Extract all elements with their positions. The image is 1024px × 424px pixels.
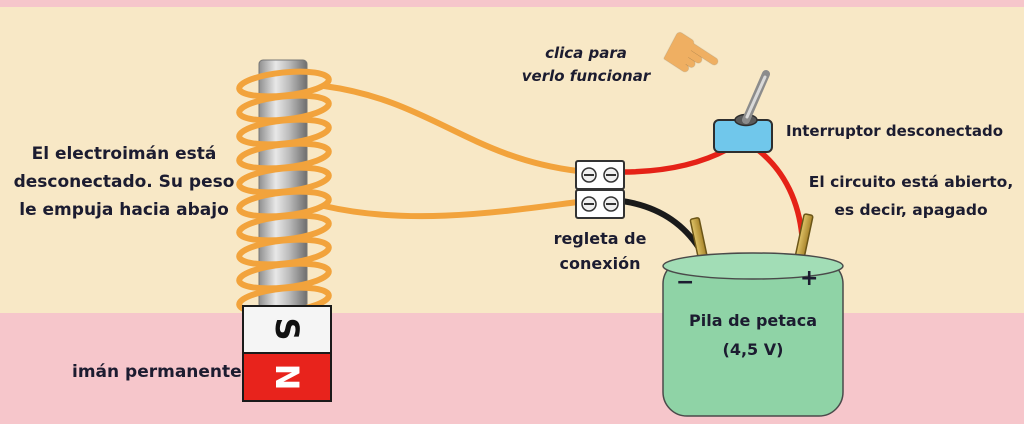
switch[interactable] [713, 70, 773, 153]
battery-label: Pila de petaca (4,5 V) [672, 306, 834, 364]
caption-line: El electroimán está [31, 144, 217, 164]
battery-positive-sign: + [800, 266, 819, 291]
battery-negative-sign: − [676, 270, 695, 295]
switch-lever-highlight [745, 75, 767, 119]
click-hint: clica para verlo funcionar [512, 42, 660, 88]
background-band-bottom [0, 313, 1024, 424]
click-hint-line: verlo funcionar [521, 67, 651, 85]
terminal-strip-label-line: regleta de [553, 229, 647, 248]
magnet-pole-s: S [268, 317, 306, 341]
caption-line: desconectado. Su peso [13, 172, 235, 192]
wire-red-switch-to-battery [755, 147, 805, 239]
click-hint-line: clica para [545, 44, 627, 62]
wire-black-negative [619, 198, 702, 251]
wire-orange-bottom [321, 199, 581, 220]
battery-voltage: (4,5 V) [722, 340, 784, 359]
terminal-screws [581, 167, 619, 212]
wire-red-strip-to-switch [619, 146, 731, 175]
caption-line: le empuja hacia abajo [19, 200, 229, 220]
circuit-status-line: El circuito está abierto, [808, 173, 1014, 191]
terminal-strip [575, 160, 625, 219]
electromagnet-caption: El electroimán está desconectado. Su pes… [8, 140, 240, 224]
magnet-pole-n: N [268, 363, 306, 391]
circuit-status-label: El circuito está abierto, es decir, apag… [796, 168, 1024, 224]
switch-label: Interruptor desconectado [786, 122, 1004, 140]
magnet-north-block [242, 352, 332, 402]
magnet-south-block [242, 305, 332, 354]
battery-name: Pila de petaca [689, 311, 817, 330]
background-band-top [0, 0, 1024, 7]
terminal-strip-label-line: conexión [559, 254, 641, 273]
battery-top [662, 252, 844, 280]
permanent-magnet-label: imán permanente [72, 362, 242, 382]
coil-winding [236, 68, 332, 316]
circuit-status-line: es decir, apagado [834, 201, 988, 219]
terminal-strip-label: regleta de conexión [544, 226, 656, 276]
wire-orange-top [321, 83, 581, 174]
